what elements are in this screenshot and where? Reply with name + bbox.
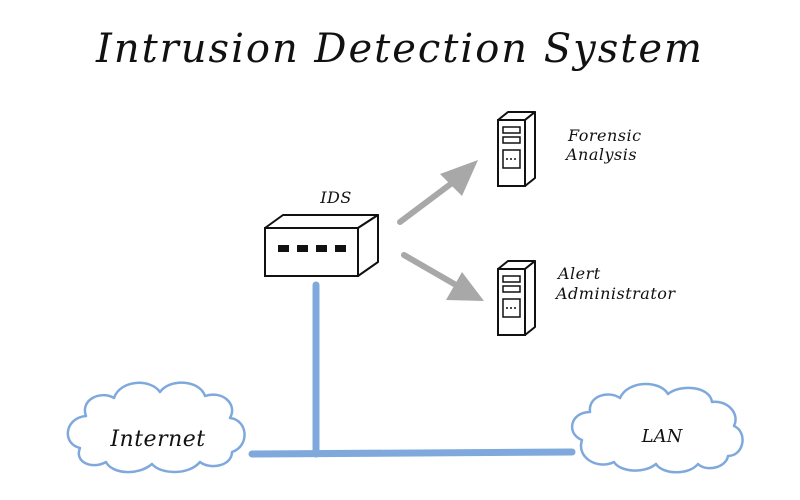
internet-cloud: Internet: [66, 381, 246, 474]
cloud-icon: [66, 381, 246, 474]
server-alert-administrator: Alert Administrator: [497, 260, 676, 336]
cloud-icon: [570, 382, 744, 474]
alert-arrows: [397, 160, 484, 301]
diagram-title: Intrusion Detection System: [95, 26, 704, 72]
ids-ports: [278, 245, 346, 252]
server-forensic-analysis: Forensic Analysis: [497, 111, 642, 187]
arrow-to-forensic: [397, 160, 478, 225]
internet-label: Internet: [109, 427, 205, 452]
ids-port-icon: [278, 245, 289, 252]
server-alert-label-line2: Administrator: [554, 284, 676, 303]
ids-port-icon: [297, 245, 308, 252]
ids-label: IDS: [319, 188, 352, 207]
ids-port-icon: [335, 245, 346, 252]
lan-cloud: LAN: [570, 382, 744, 474]
server-alert-label-line1: Alert: [556, 264, 601, 283]
network-links: [248, 281, 576, 458]
arrow-to-alert-admin: [401, 252, 484, 301]
server-forensic-label-line1: Forensic: [567, 126, 642, 145]
server-icon: [497, 111, 536, 187]
server-forensic-label-line2: Analysis: [564, 145, 637, 164]
ids-device: IDS: [264, 188, 379, 277]
server-icon: [497, 260, 536, 336]
ids-port-icon: [316, 245, 327, 252]
lan-label: LAN: [641, 426, 684, 447]
internet-lan-line: [248, 448, 576, 458]
